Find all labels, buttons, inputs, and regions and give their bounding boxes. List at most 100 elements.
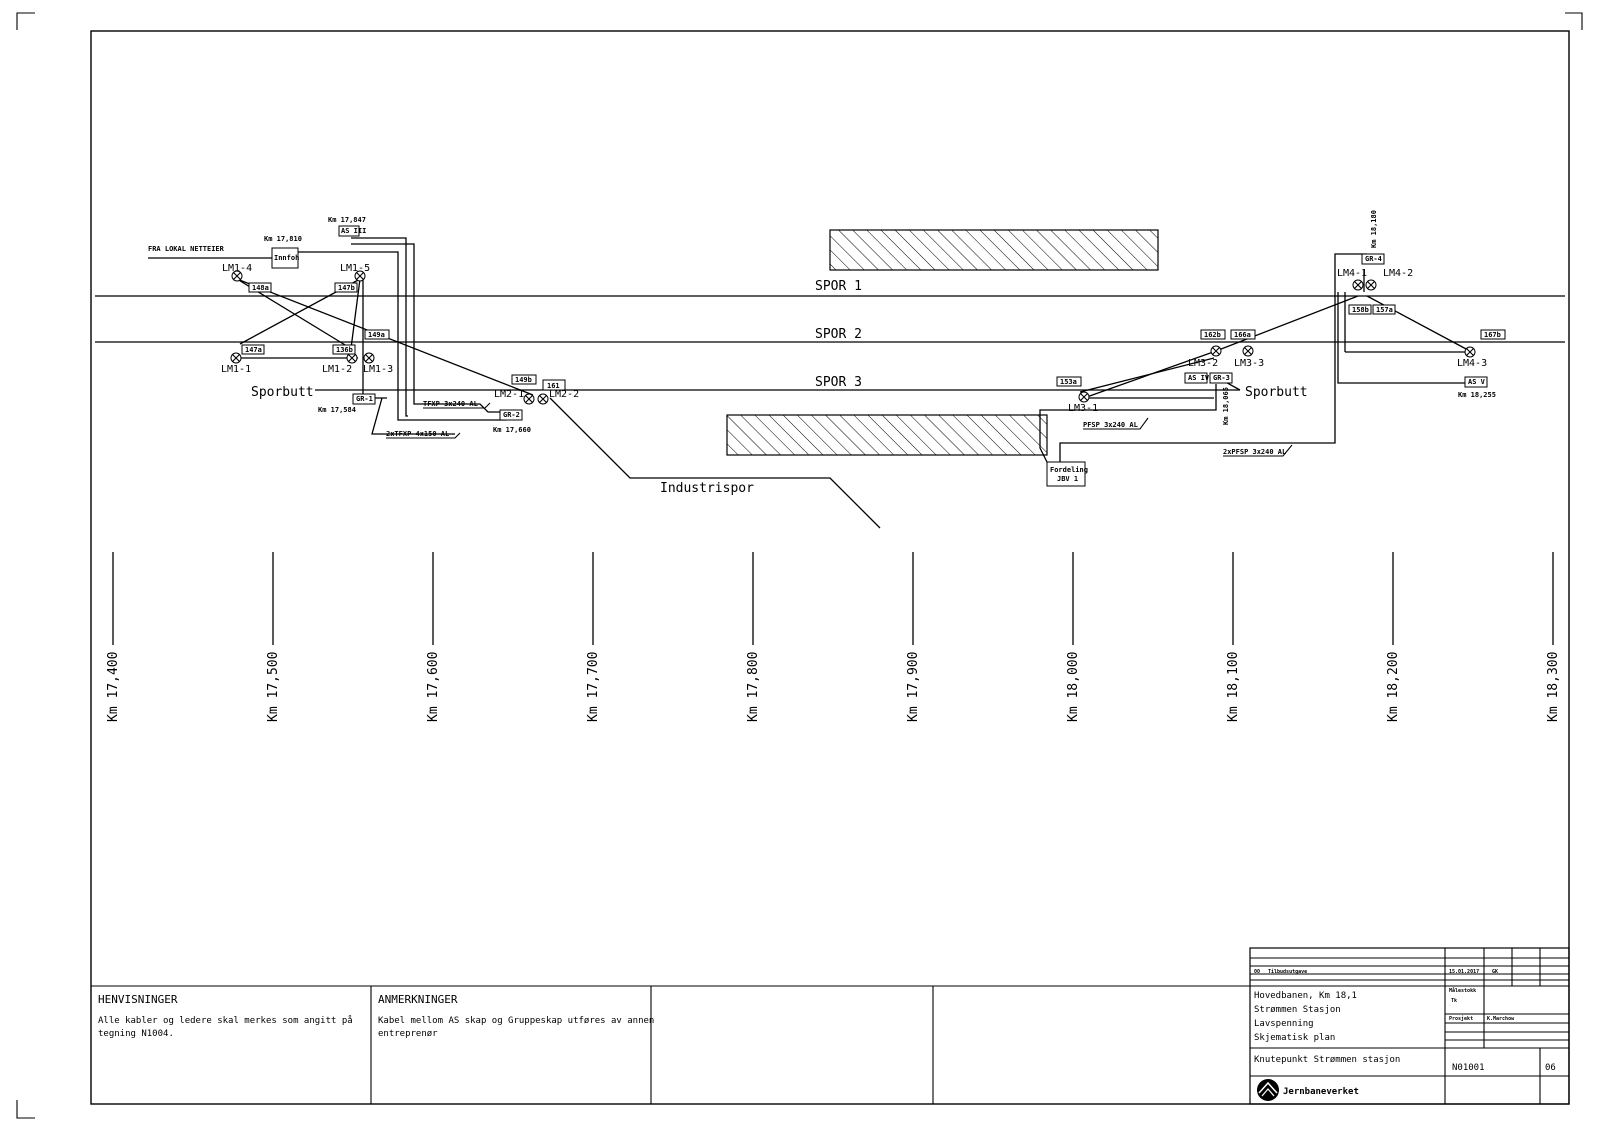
- tag-jbv1: JBV 1: [1057, 475, 1078, 483]
- lm1-5-label: LM1-5: [340, 263, 370, 274]
- lm1-4-label: LM1-4: [222, 263, 252, 274]
- sporbutt-right-label: Sporbutt: [1245, 385, 1308, 400]
- cable-pfsp-label: PFSP 3x240 AL: [1083, 421, 1138, 429]
- tag-157a: 157a: [1376, 306, 1393, 314]
- lm1-1-label: LM1-1: [221, 364, 251, 375]
- tag-as-v: AS V: [1468, 378, 1486, 386]
- lamp-lm3-2: [1210, 345, 1222, 357]
- km-marker-label: Km 17,400: [106, 652, 121, 722]
- lamp-lm1-2: [346, 352, 358, 364]
- spor1-label: SPOR 1: [815, 279, 862, 294]
- km-marker-label: Km 18,100: [1226, 652, 1241, 722]
- tag-149b: 149b: [515, 376, 532, 384]
- tag-153a: 153a: [1060, 378, 1077, 386]
- henvisninger-text-2: tegning N1004.: [98, 1029, 174, 1039]
- lamp-lm4-3: [1464, 346, 1476, 358]
- scale-label: Målestokk: [1449, 987, 1476, 994]
- rev-no: 00: [1254, 969, 1260, 975]
- tag-innfoh: Innfoh: [274, 254, 299, 262]
- drawing-number: N01001: [1452, 1063, 1485, 1073]
- lm3-3-label: LM3-3: [1234, 358, 1264, 369]
- rev-date: 15.01.2017: [1449, 969, 1479, 975]
- km-markers: Km 17,400 Km 17,500 Km 17,600 Km 17,700 Km 1…: [106, 552, 1561, 722]
- km-17660-label: Km 17,660: [493, 426, 531, 434]
- tag-gr4: GR-4: [1365, 255, 1382, 263]
- lm4-1-label: LM4-1: [1337, 268, 1367, 279]
- tag-as-iii: AS III: [341, 227, 366, 235]
- company-logo-icon: [1257, 1079, 1279, 1101]
- km-17847-label: Km 17,847: [328, 216, 366, 224]
- company-name: Jernbaneverket: [1283, 1087, 1359, 1097]
- tag-gr3: GR-3: [1213, 374, 1230, 382]
- km-marker-label: Km 17,800: [746, 652, 761, 722]
- tag-167b: 167b: [1484, 331, 1501, 339]
- lamp-lm4-2: [1365, 279, 1377, 291]
- lm4-2-label: LM4-2: [1383, 268, 1413, 279]
- fra-lokal-label: FRA LOKAL NETTEIER: [148, 245, 225, 253]
- right-wiring: [1039, 253, 1484, 463]
- lamp-lm1-4: [231, 270, 243, 282]
- tag-147b: 147b: [338, 284, 355, 292]
- project-label: Prosjekt: [1449, 1015, 1473, 1022]
- title-block: 00 Tilbudsutgave 15.01.2017 GK Hovedbane…: [1249, 947, 1570, 1105]
- km-marker-label: Km 17,900: [906, 652, 921, 722]
- km-18065-label: Km 18,065: [1222, 387, 1230, 425]
- km-18255-label: Km 18,255: [1458, 391, 1496, 399]
- lamp-lm1-1: [230, 352, 242, 364]
- platform-upper: [829, 229, 1159, 271]
- spor2-label: SPOR 2: [815, 327, 862, 342]
- lm1-3-label: LM1-3: [363, 364, 393, 375]
- sheet-number: 06: [1545, 1063, 1556, 1073]
- lamp-lm3-1: [1078, 391, 1090, 403]
- lamp-lm3-3: [1242, 345, 1254, 357]
- lm3-1-label: LM3-1: [1068, 403, 1098, 414]
- title-line-4: Skjematisk plan: [1254, 1033, 1335, 1043]
- km-marker-label: Km 17,700: [586, 652, 601, 722]
- rev-text: Tilbudsutgave: [1268, 969, 1307, 975]
- lm1-2-label: LM1-2: [322, 364, 352, 375]
- cable-2xpfsp-label: 2xPFSP 3x240 AL: [1223, 448, 1286, 456]
- tag-161: 161: [547, 382, 560, 390]
- tag-147a: 147a: [245, 346, 262, 354]
- km-marker-label: Km 18,300: [1546, 652, 1561, 722]
- henvisninger-text-1: Alle kabler og ledere skal merkes som an…: [98, 1015, 353, 1026]
- km-17584-label: Km 17,584: [318, 406, 356, 414]
- title-line-3: Lavspenning: [1254, 1019, 1314, 1029]
- km-marker-label: Km 17,500: [266, 652, 281, 722]
- lamp-lm1-5: [354, 270, 366, 282]
- lamp-lm2-1: [523, 393, 535, 405]
- tag-149a: 149a: [368, 331, 385, 339]
- tag-162b: 162b: [1204, 331, 1221, 339]
- anmerkninger-title: ANMERKNINGER: [378, 993, 458, 1006]
- cable-tfxp-label: TFXP 3x240 AL: [423, 400, 478, 408]
- km-marker-label: Km 17,600: [426, 652, 441, 722]
- drawing-frame: [90, 30, 1570, 1105]
- cable-2xtfxp-label: 2xTFXP 4x150 AL: [386, 430, 449, 438]
- title-line-2: Strømmen Stasjon: [1254, 1005, 1341, 1015]
- industrispor-label: Industrispor: [660, 481, 754, 496]
- notes-area: HENVISNINGER Alle kabler og ledere skal …: [91, 985, 1250, 1104]
- tag-as-iv: AS IV: [1188, 374, 1210, 382]
- henvisninger-title: HENVISNINGER: [98, 993, 178, 1006]
- lamp-lm4-1: [1352, 279, 1364, 291]
- title-line-1: Hovedbanen, Km 18,1: [1254, 991, 1357, 1001]
- crop-marks: [16, 12, 1583, 1119]
- lm3-2-label: LM3-2: [1188, 358, 1218, 369]
- anmerkninger-text-1: Kabel mellom AS skap og Gruppeskap utfør…: [378, 1016, 654, 1026]
- platform-lower: [726, 414, 1048, 456]
- lamp-lm2-2: [537, 393, 549, 405]
- tag-gr1: GR-1: [356, 395, 373, 403]
- lamp-lm1-3: [363, 352, 375, 364]
- tag-158b: 158b: [1352, 306, 1369, 314]
- lm4-3-label: LM4-3: [1457, 358, 1487, 369]
- rev-by: GK: [1492, 969, 1498, 975]
- lm2-2-label: LM2-2: [549, 389, 579, 400]
- tag-fordeling: Fordeling: [1050, 466, 1088, 474]
- km-marker-label: Km 18,200: [1386, 652, 1401, 722]
- km-18180-label: Km 18,180: [1370, 210, 1378, 248]
- km-marker-label: Km 18,000: [1066, 652, 1081, 722]
- tag-166a: 166a: [1234, 331, 1251, 339]
- title-line-5: Knutepunkt Strømmen stasjon: [1254, 1055, 1400, 1065]
- lm2-1-label: LM2-1: [494, 389, 524, 400]
